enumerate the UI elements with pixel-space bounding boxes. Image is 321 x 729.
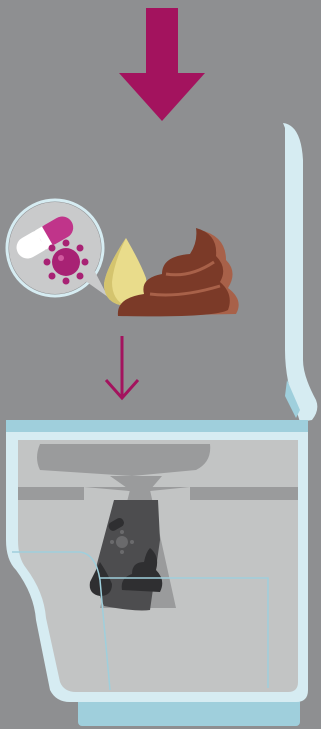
small-down-arrow-icon: [106, 336, 138, 398]
germ-icon: [44, 240, 89, 285]
toilet-lid: [283, 123, 317, 422]
big-down-arrow-icon: [119, 8, 205, 121]
